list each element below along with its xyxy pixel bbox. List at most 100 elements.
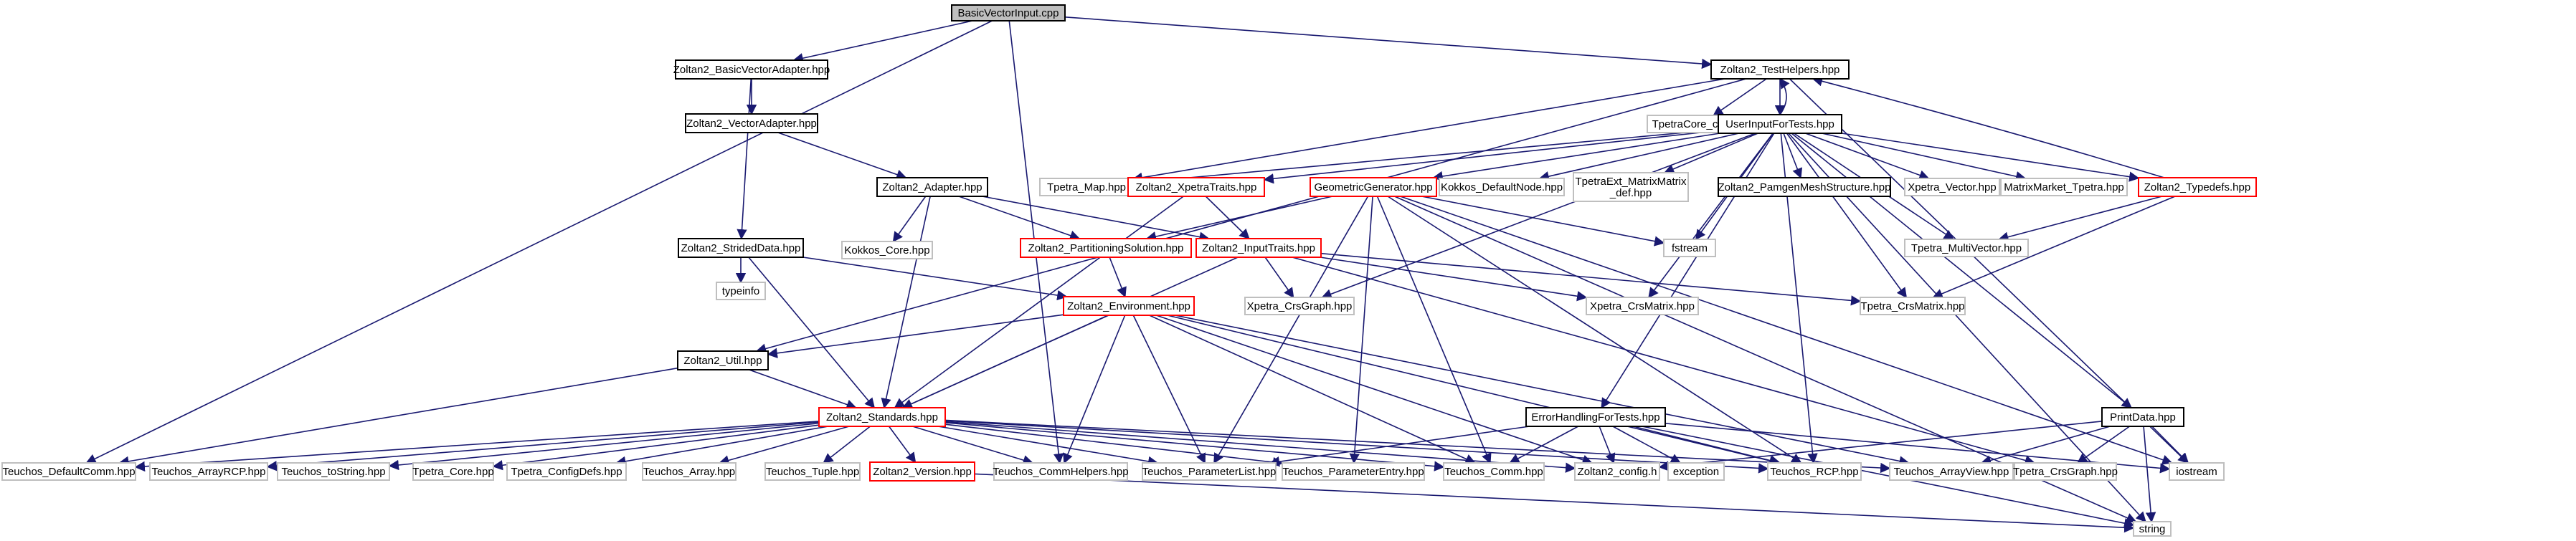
node-label: Tpetra_ConfigDefs.hpp — [511, 466, 622, 478]
node-label: Zoltan2_InputTraits.hpp — [1202, 242, 1315, 254]
node-xpetra-vector-hpp: Xpetra_Vector.hpp — [1904, 178, 2000, 196]
node-box — [951, 4, 1066, 21]
node-zoltan2-inputtraits-hpp[interactable]: Zoltan2_InputTraits.hpp — [1195, 238, 1322, 258]
edge-layer — [85, 16, 2189, 533]
edge-uift-to-xcg — [1321, 133, 1756, 300]
node-geometricgenerator-hpp[interactable]: GeometricGenerator.hpp — [1310, 177, 1437, 197]
node-zoltan2-partitioningsolution-hpp[interactable]: Zoltan2_PartitioningSolution.hpp — [1020, 238, 1192, 258]
node-tpetra-crsgraph-hpp: Tpetra_CrsGraph.hpp — [2013, 462, 2118, 481]
node-box — [1904, 239, 2029, 257]
edge-std-to-tarr — [719, 426, 850, 466]
node-zoltan2-basicvectoradapter-hpp[interactable]: Zoltan2_BasicVectorAdapter.hpp — [673, 59, 830, 80]
node-box — [2014, 462, 2117, 481]
node-box — [2169, 462, 2225, 481]
edge-td-to-tmv — [1998, 196, 2162, 242]
node-label: iostream — [2176, 466, 2217, 478]
node-label: Teuchos_ParameterEntry.hpp — [1282, 466, 1424, 478]
node-tpetra-multivector-hpp: Tpetra_MultiVector.hpp — [1904, 239, 2029, 257]
node-errorhandlingfortests-hpp[interactable]: ErrorHandlingForTests.hpp — [1525, 407, 1666, 427]
node-box — [1142, 462, 1277, 481]
edge-uift-to-th — [1779, 77, 1790, 115]
node-label: Zoltan2_VectorAdapter.hpp — [686, 118, 817, 130]
node-label: Tpetra_CrsGraph.hpp — [2013, 466, 2118, 478]
edge-eh-to-tpl — [1269, 426, 1530, 467]
node-zoltan2-adapter-hpp[interactable]: Zoltan2_Adapter.hpp — [876, 177, 988, 197]
edge-td-to-tcm — [1932, 196, 2176, 299]
edge-uift-to-pms — [1783, 133, 1803, 179]
edge-xtt-to-std — [894, 196, 1184, 408]
edge-pd-to-iostream — [2151, 426, 2189, 464]
edge-pd-to-string — [2143, 426, 2156, 523]
node-zoltan2-strideddata-hpp[interactable]: Zoltan2_StridedData.hpp — [678, 238, 804, 258]
node-zoltan2-version-hpp[interactable]: Zoltan2_Version.hpp — [869, 461, 975, 482]
node-iostream: iostream — [2169, 462, 2225, 481]
edge-std-to-zcfg — [944, 421, 1576, 473]
node-label: Teuchos_ArrayView.hpp — [1894, 466, 2009, 478]
node-label: Zoltan2_TestHelpers.hpp — [1720, 64, 1840, 76]
node-teuchos-parameterlist-hpp: Teuchos_ParameterList.hpp — [1142, 462, 1277, 481]
node-box — [149, 462, 268, 481]
node-layer: BasicVectorInput.cppZoltan2_BasicVectorA… — [1, 4, 2257, 537]
edge-uift-to-eh — [1601, 133, 1775, 409]
node-box — [818, 407, 946, 427]
edge-std-to-tdc — [134, 421, 820, 472]
node-box — [1282, 462, 1425, 481]
node-zoltan2-vectoradapter-hpp[interactable]: Zoltan2_VectorAdapter.hpp — [685, 113, 818, 133]
node-zoltan2-typedefs-hpp[interactable]: Zoltan2_Typedefs.hpp — [2138, 177, 2257, 197]
node-zoltan2-pamgenmeshstructure-hpp[interactable]: Zoltan2_PamgenMeshStructure.hpp — [1718, 177, 1891, 197]
node-teuchos-tostring-hpp: Teuchos_toString.hpp — [277, 462, 390, 481]
node-zoltan2-xpetratraits-hpp[interactable]: Zoltan2_XpetraTraits.hpp — [1127, 177, 1265, 197]
edge-it-to-tcg — [1292, 257, 2036, 466]
node-basicvectorinput-cpp[interactable]: BasicVectorInput.cpp — [951, 4, 1066, 21]
node-zoltan2-environment-hpp[interactable]: Zoltan2_Environment.hpp — [1063, 296, 1195, 316]
edge-it-to-tcm — [1320, 252, 1862, 306]
node-box — [1, 462, 136, 481]
edge-th-to-tcc — [1713, 78, 1767, 116]
node-label: typeinfo — [722, 285, 760, 297]
edge-uift-to-tmap — [1132, 129, 1719, 188]
edge-gg-to-tpl — [1213, 196, 1369, 464]
node-box — [1718, 114, 1842, 134]
node-label: Teuchos_RCP.hpp — [1770, 466, 1858, 478]
node-label: GeometricGenerator.hpp — [1314, 181, 1432, 193]
edge-uift-to-kdn — [1538, 133, 1739, 182]
node-userinputfortests-hpp[interactable]: UserInputForTests.hpp — [1718, 114, 1842, 134]
edge-std-to-trcp — [944, 420, 1769, 474]
node-zoltan2-testhelpers-hpp[interactable]: Zoltan2_TestHelpers.hpp — [1710, 59, 1850, 80]
edge-uift-to-td — [1841, 133, 2140, 182]
edge-root-to-th — [1064, 16, 1713, 70]
node-box — [2138, 177, 2257, 197]
node-label: Zoltan2_Version.hpp — [873, 466, 972, 478]
node-label: BasicVectorInput.cpp — [958, 7, 1059, 19]
node-box — [1889, 462, 2014, 481]
node-box — [1573, 172, 1689, 202]
node-box — [1063, 296, 1195, 316]
node-label: MatrixMarket_Tpetra.hpp — [2004, 181, 2124, 193]
edge-std-to-tpl — [937, 426, 1159, 466]
node-teuchos-arrayrcp-hpp: Teuchos_ArrayRCP.hpp — [149, 462, 268, 481]
node-box — [1718, 177, 1891, 197]
edge-uift-to-xvec — [1805, 133, 1930, 181]
node-zoltan2-util-hpp[interactable]: Zoltan2_Util.hpp — [677, 350, 769, 370]
node-label: Zoltan2_config.h — [1578, 466, 1657, 478]
node-xpetra-crsmatrix-hpp: Xpetra_CrsMatrix.hpp — [1586, 297, 1699, 315]
node-box — [506, 462, 627, 481]
node-teuchos-defaultcomm-hpp: Teuchos_DefaultComm.hpp — [1, 462, 136, 481]
edge-gg-to-tpe — [1349, 196, 1373, 464]
node-teuchos-comm-hpp: Teuchos_Comm.hpp — [1443, 462, 1545, 481]
node-box — [1574, 462, 1660, 481]
edge-uift-to-tcm — [1786, 133, 1908, 299]
node-zoltan2-standards-hpp[interactable]: Zoltan2_Standards.hpp — [818, 407, 946, 427]
node-teuchos-rcp-hpp: Teuchos_RCP.hpp — [1767, 462, 1862, 481]
node-box — [1904, 178, 2000, 196]
node-label: string — [2139, 523, 2166, 535]
node-teuchos-commhelpers-hpp: Teuchos_CommHelpers.hpp — [993, 462, 1129, 481]
node-printdata-hpp[interactable]: PrintData.hpp — [2101, 407, 2184, 427]
node-box — [1020, 238, 1192, 258]
edge-std-to-ver — [888, 426, 917, 464]
node-exception: exception — [1667, 462, 1725, 481]
edge-eh-to-trcp — [1632, 426, 1781, 466]
edge-eh-to-tcomm — [1509, 426, 1579, 464]
edge-env-to-tcomm — [1149, 315, 1476, 464]
node-box — [993, 462, 1128, 481]
